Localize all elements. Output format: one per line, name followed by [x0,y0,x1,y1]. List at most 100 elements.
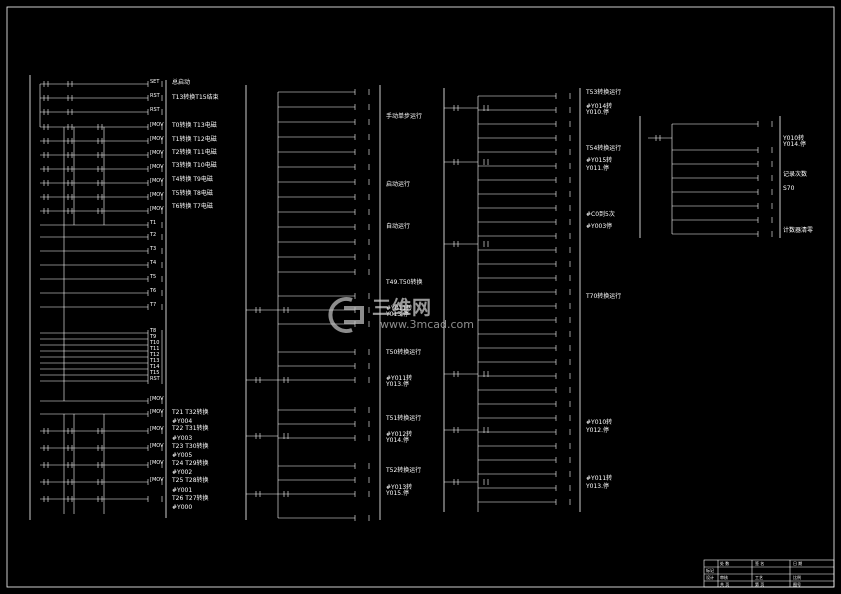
title-cell: 比例 [793,575,801,580]
coil-label-1: [MOV [150,164,164,170]
note-4: S70 [783,185,795,192]
coil-label-1: RST [150,376,160,382]
note-1: T26 T27转换 [172,495,209,502]
coil-label-1: T3 [150,246,157,252]
title-cell: 处 数 [720,561,730,566]
note-1: T21 T32转换 [172,409,209,416]
note-3: #Y003停 [586,223,613,230]
note-1: T22 T31转换 [172,425,209,432]
note-2: Y014.停 [386,437,410,444]
note-2: #Y011转 [386,305,413,312]
coil-label-1: [MOV [150,409,164,415]
note-1: #Y002 [172,469,193,476]
note-2: #Y012转 [386,431,413,438]
note-3: #Y010转 [586,419,613,426]
coil-label-1: [MOV [150,150,164,156]
note-3: Y013.停 [586,483,610,490]
title-cell: 工艺 [755,575,763,580]
ladder-rails [29,75,781,520]
note-1: #Y003 [172,435,193,442]
title-block [703,559,835,588]
coil-label-1: [MOV [150,443,164,449]
coil-label-1: T15 [150,370,160,376]
coil-label-1: T5 [150,274,157,280]
note-2: Y013.停 [386,381,410,388]
coil-label-1: RST [150,107,160,113]
note-1: T1转换 T12电磁 [172,136,217,143]
note-2: T51转换运行 [386,415,422,422]
note-2: #Y011转 [386,375,413,382]
note-1: T5转换 T8电磁 [172,190,213,197]
title-cell: 审核 [720,575,728,580]
note-1: #Y004 [172,418,193,425]
title-cell: 标记 [706,568,714,573]
note-2: 手动单步运行 [386,113,423,120]
note-3: Y012.停 [586,427,610,434]
note-1: T4转换 T9电磁 [172,176,213,183]
coil-label-1: T11 [150,346,160,352]
note-2: Y015.停 [386,490,410,497]
watermark-url: www.3mcad.com [380,318,474,331]
note-1: T0转换 T13电磁 [172,122,217,129]
coil-label-1: T8 [150,328,157,334]
note-1: T6转换 T7电磁 [172,203,213,210]
coil-label-1: [MOV [150,477,164,483]
coil-label-1: T12 [150,352,160,358]
title-cell: 共 页 [720,582,730,587]
coil-label-1: [MOV [150,460,164,466]
note-4: Y014.停 [783,141,807,148]
note-3: Y011.停 [586,165,610,172]
drawing-border [6,6,835,588]
note-2: 自动运行 [386,223,411,230]
coil-label-1: [MOV [150,178,164,184]
note-1: 总启动 [172,79,191,86]
coil-label-1: [MOV [150,396,164,402]
coil-label-1: [MOV [150,426,164,432]
note-2: #Y013转 [386,484,413,491]
note-3: #C0到5次 [586,211,615,218]
note-1: #Y005 [172,452,193,459]
note-3: Y010.停 [586,109,610,116]
title-cell: 图号 [793,582,801,587]
note-3: T53转换运行 [586,89,622,96]
note-2: T50转换运行 [386,349,422,356]
coil-label-1: T2 [150,232,157,238]
note-1: #Y001 [172,487,193,494]
coil-label-1: T10 [150,340,160,346]
note-3: T54转换运行 [586,145,622,152]
coil-label-1: SET [150,79,160,85]
note-1: #Y000 [172,504,193,511]
coil-label-1: [MOV [150,206,164,212]
title-cell: 设计 [706,575,714,580]
note-2: 启动运行 [386,181,411,188]
note-3: #Y015转 [586,157,613,164]
note-4: 记录次数 [783,171,808,178]
note-4: Y010转 [783,135,805,142]
ladder-rungs [39,81,773,521]
title-block-frame [703,559,835,588]
note-2: Y013.停 [386,311,410,318]
coil-label-1: [MOV [150,122,164,128]
note-4: 计数器清零 [783,227,814,234]
coil-label-1: T13 [150,358,160,364]
coil-label-1: RST [150,93,160,99]
note-1: T24 T29转换 [172,460,209,467]
title-cell: 签 名 [755,561,765,566]
note-3: T70转换运行 [586,293,622,300]
note-1: T2转换 T11电磁 [172,149,217,156]
coil-label-1: T6 [150,288,157,294]
title-cell: 第 页 [755,582,765,587]
watermark-brand: 三维网 [372,297,433,319]
note-3: #Y011转 [586,475,613,482]
coil-label-1: T1 [150,220,157,226]
title-cell: 日 期 [793,561,803,566]
note-2: T49.T50转换 [386,279,423,286]
note-1: T13转换T15结束 [172,94,219,101]
note-2: T52转换运行 [386,467,422,474]
coil-label-1: [MOV [150,136,164,142]
coil-label-1: T9 [150,334,157,340]
coil-label-1: T14 [150,364,160,370]
note-1: T23 T30转换 [172,443,209,450]
note-1: T25 T28转换 [172,477,209,484]
